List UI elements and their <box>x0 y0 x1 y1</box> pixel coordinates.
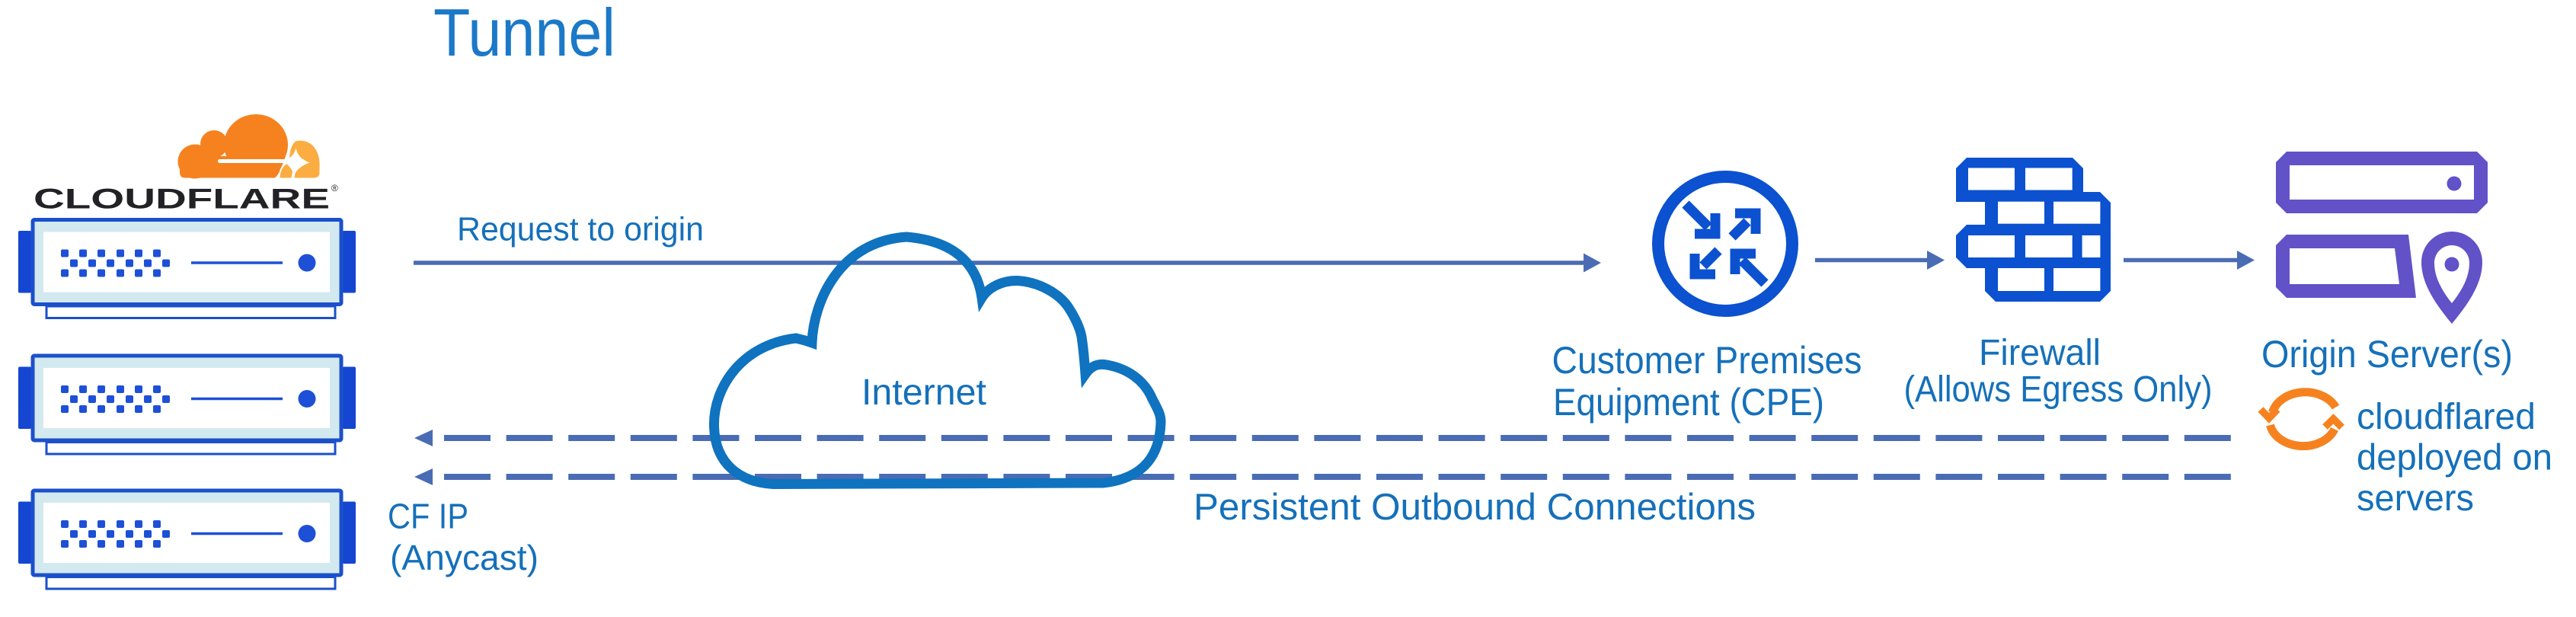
svg-text:Request to origin: Request to origin <box>457 211 704 248</box>
svg-text:Internet: Internet <box>861 372 986 413</box>
svg-text:Equipment (CPE): Equipment (CPE) <box>1553 381 1824 424</box>
svg-text:Customer Premises: Customer Premises <box>1552 339 1862 382</box>
svg-text:(Allows Egress Only): (Allows Egress Only) <box>1904 369 2213 410</box>
svg-text:cloudflared: cloudflared <box>2357 397 2536 437</box>
svg-text:Persistent Outbound Connection: Persistent Outbound Connections <box>1194 487 1756 528</box>
svg-text:Firewall: Firewall <box>1979 333 2101 373</box>
svg-text:CLOUDFLARE: CLOUDFLARE <box>34 184 330 215</box>
svg-text:Origin Server(s): Origin Server(s) <box>2261 333 2513 376</box>
svg-text:(Anycast): (Anycast) <box>390 538 539 577</box>
svg-text:Tunnel: Tunnel <box>433 0 615 70</box>
svg-text:CF IP: CF IP <box>388 497 468 536</box>
svg-text:®: ® <box>331 183 338 193</box>
svg-text:servers: servers <box>2357 478 2474 519</box>
svg-text:deployed on: deployed on <box>2357 438 2552 478</box>
